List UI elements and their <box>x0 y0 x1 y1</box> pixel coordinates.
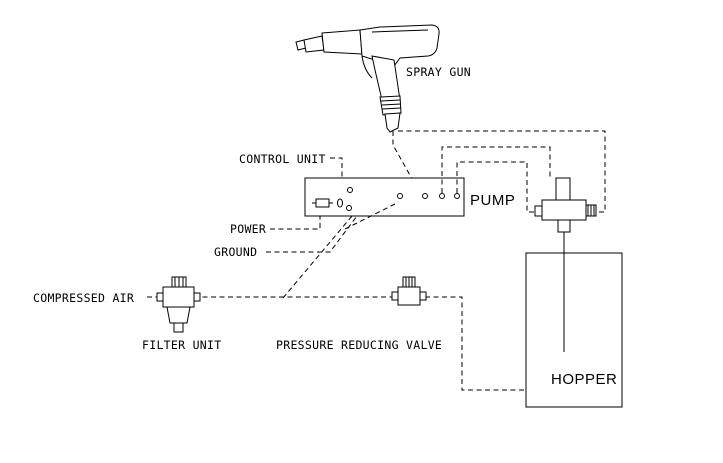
port-icon <box>439 193 445 199</box>
ground-label: GROUND <box>214 245 257 259</box>
port-icon <box>454 193 460 199</box>
spray-gun <box>295 24 440 133</box>
air-to-hopper <box>425 296 526 391</box>
ground-cable <box>344 203 396 230</box>
gun-cable-to-control <box>398 130 606 213</box>
pressure-reducing-valve-icon <box>391 276 427 306</box>
power-leader <box>270 216 321 230</box>
pump-label: PUMP <box>470 192 515 209</box>
power-label: POWER <box>230 222 266 236</box>
control-unit-label: CONTROL UNIT <box>239 152 326 166</box>
control-unit-leader <box>330 157 343 180</box>
filter-unit-label: FILTER UNIT <box>142 338 221 352</box>
pump-injector <box>534 177 597 250</box>
power-cable <box>282 215 353 299</box>
indicator-icon <box>347 187 353 193</box>
hopper-label: HOPPER <box>551 371 617 388</box>
filter-unit-icon <box>156 276 201 333</box>
pressure-reducing-valve-label: PRESSURE REDUCING VALVE <box>276 338 442 352</box>
hopper-box <box>525 252 623 408</box>
air-line-2 <box>456 161 540 213</box>
indicator-icon <box>346 205 352 211</box>
port-icon <box>422 193 428 199</box>
control-knob-icon <box>337 198 343 208</box>
ground-terminal-icon <box>397 193 403 199</box>
power-switch-icon <box>315 198 330 208</box>
compressed-air-label: COMPRESSED AIR <box>33 291 134 305</box>
ground-leader <box>266 215 358 253</box>
spray-gun-label: SPRAY GUN <box>406 65 471 79</box>
gun-powder-hose <box>392 131 421 194</box>
